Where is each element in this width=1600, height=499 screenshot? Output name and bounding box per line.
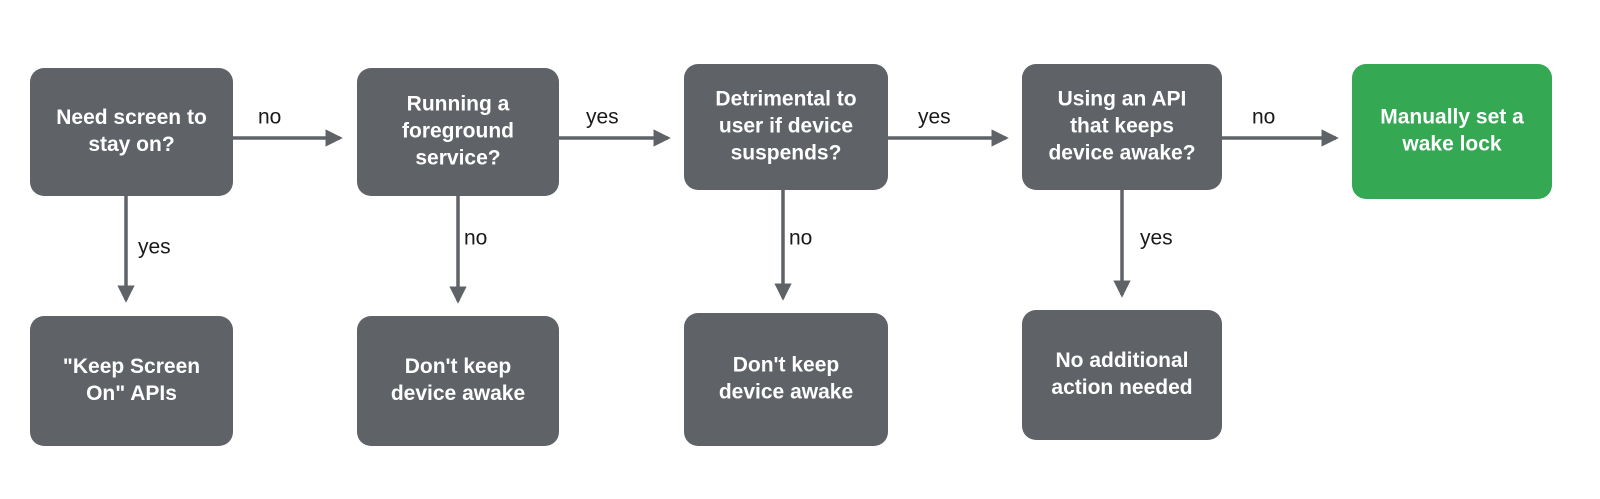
edges-layer — [117, 129, 1339, 304]
node-label-keep-screen-on-apis: "Keep Screen — [63, 355, 200, 378]
node-label-dont-keep-awake-1: Don't keep — [405, 355, 512, 378]
node-label-detrimental: suspends? — [731, 142, 842, 165]
node-detrimental[interactable]: Detrimental to user if device suspends? — [684, 64, 888, 190]
node-foreground-service[interactable]: Running a foreground service? — [357, 68, 559, 196]
node-label-detrimental: user if device — [719, 115, 853, 138]
node-label-no-action-needed: No additional — [1056, 349, 1189, 372]
node-label-dont-keep-awake-2: Don't keep — [733, 354, 840, 377]
node-box-dont-keep-awake-2 — [684, 313, 888, 446]
node-manual-wake-lock[interactable]: Manually set a wake lock — [1352, 64, 1552, 199]
node-label-detrimental: Detrimental to — [715, 88, 856, 111]
node-api-keeps-awake[interactable]: Using an API that keeps device awake? — [1022, 64, 1222, 190]
edge-label-need-screen-to-keep-screen-apis: yes — [138, 236, 171, 259]
node-label-keep-screen-on-apis: On" APIs — [86, 382, 177, 405]
node-label-no-action-needed: action needed — [1051, 376, 1192, 399]
node-label-foreground-service: service? — [415, 147, 500, 170]
node-label-dont-keep-awake-1: device awake — [391, 382, 525, 405]
node-label-need-screen: Need screen to — [56, 106, 207, 129]
edge-label-api-to-no-action: yes — [1140, 227, 1173, 250]
node-label-api-keeps-awake: device awake? — [1048, 142, 1195, 165]
node-dont-keep-awake-1[interactable]: Don't keep device awake — [357, 316, 559, 446]
node-label-api-keeps-awake: that keeps — [1070, 115, 1174, 138]
node-label-foreground-service: Running a — [407, 93, 510, 116]
edge-labels-layer: no yes yes no yes no no yes — [138, 106, 1275, 259]
node-box-manual-wake-lock — [1352, 64, 1552, 199]
node-box-foreground-service — [357, 68, 559, 196]
node-box-api-keeps-awake — [1022, 64, 1222, 190]
node-label-manual-wake-lock: wake lock — [1401, 133, 1502, 156]
node-box-detrimental — [684, 64, 888, 190]
edge-label-detrimental-to-api: yes — [918, 106, 951, 129]
node-box-dont-keep-awake-1 — [357, 316, 559, 446]
node-label-foreground-service: foreground — [402, 120, 514, 143]
edge-label-detrimental-to-dont-keep-awake: no — [789, 227, 812, 250]
node-no-action-needed[interactable]: No additional action needed — [1022, 310, 1222, 440]
node-label-api-keeps-awake: Using an API — [1058, 88, 1187, 111]
node-label-need-screen: stay on? — [88, 133, 174, 156]
edge-label-foreground-to-detrimental: yes — [586, 106, 619, 129]
node-box-keep-screen-on-apis — [30, 316, 233, 446]
node-label-dont-keep-awake-2: device awake — [719, 381, 853, 404]
node-label-manual-wake-lock: Manually set a — [1380, 106, 1524, 129]
edge-label-need-screen-to-foreground: no — [258, 106, 281, 129]
edge-label-foreground-to-dont-keep-awake: no — [464, 227, 487, 250]
edge-label-api-to-manual-wake-lock: no — [1252, 106, 1275, 129]
node-box-need-screen — [30, 68, 233, 196]
node-box-no-action-needed — [1022, 310, 1222, 440]
node-dont-keep-awake-2[interactable]: Don't keep device awake — [684, 313, 888, 446]
node-need-screen[interactable]: Need screen to stay on? — [30, 68, 233, 196]
